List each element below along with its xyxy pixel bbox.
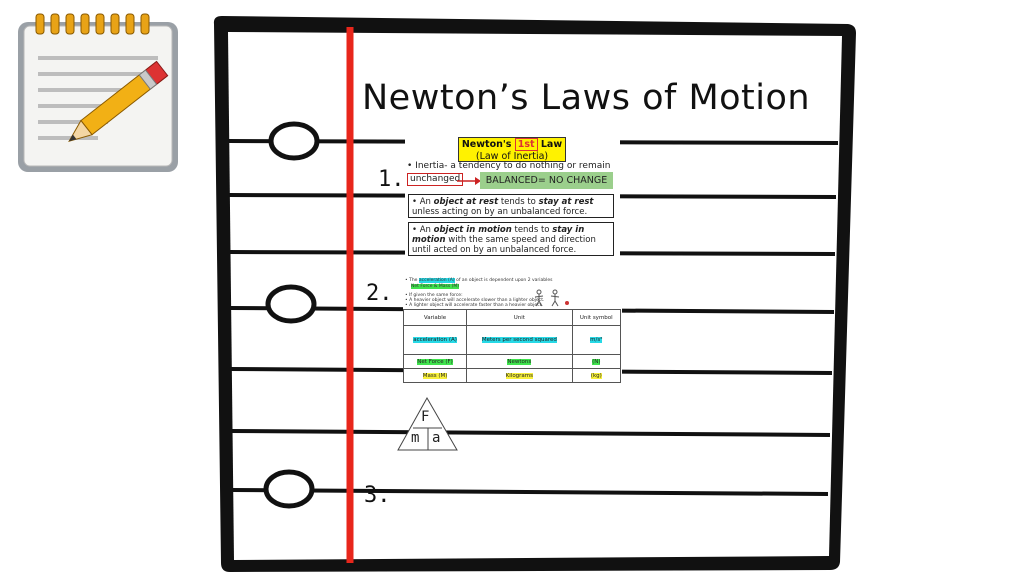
table-row: acceleration (A) Meters per second squar… [402, 325, 622, 355]
table-header-row: Variable Unit Unit symbol [402, 309, 622, 326]
binder-hole [263, 469, 315, 509]
item-number-1: 1. [378, 167, 405, 192]
item-number-2: 2. [366, 281, 393, 306]
first-law-heading: Newton's 1st Law (Law of Inertia) [458, 137, 566, 162]
second-law-line: • The acceleration (A) of an object is d… [405, 278, 553, 283]
rule-line [230, 429, 831, 437]
heading-text: Newton's [461, 139, 512, 150]
unchanged-word: unchanged [407, 173, 464, 186]
page-title: Newton’s Laws of Motion [362, 78, 811, 118]
binder-hole [265, 284, 317, 324]
item-number-3: 3. [364, 483, 391, 508]
balanced-callout: BALANCED= NO CHANGE [480, 172, 613, 189]
second-law-line: • If given the same force: [405, 293, 463, 298]
table-cell: Mass (M) [402, 368, 468, 383]
arrow-icon [457, 177, 481, 185]
object-in-motion-box: • An object in motion tends to stay in m… [408, 222, 614, 256]
table-header: Variable [402, 309, 468, 326]
table-cell: Meters per second squared [466, 325, 573, 355]
triangle-mass: m [411, 430, 420, 446]
triangle-acceleration: a [432, 430, 441, 446]
second-law-line: Net Force & Mass (M) [411, 284, 460, 289]
binder-hole [268, 121, 320, 161]
table-cell: Kilograms [466, 368, 573, 383]
first-law-panel: Newton's 1st Law (Law of Inertia) • Iner… [405, 137, 620, 257]
table-cell: (N) [571, 354, 622, 369]
triangle-force: F [421, 409, 430, 425]
heading-number: 1st [514, 138, 538, 151]
table-cell: acceleration (A) [402, 325, 468, 355]
table-cell: m/s² [571, 325, 622, 355]
second-law-panel: • The acceleration (A) of an object is d… [402, 276, 622, 383]
variables-table: Variable Unit Unit symbol acceleration (… [402, 309, 622, 383]
table-row: Mass (M) Kilograms (kg) [402, 368, 622, 383]
object-at-rest-box: • An object at rest tends to stay at res… [408, 194, 614, 218]
rule-line [231, 488, 829, 496]
notepad-pencil-icon [18, 13, 178, 172]
stick-figures-icon [534, 289, 569, 307]
force-triangle [397, 396, 458, 451]
heading-word: Law [540, 139, 563, 150]
inertia-definition: • Inertia- a tendency to do nothing or r… [407, 161, 611, 171]
table-row: Net Force (F) Newtons (N) [402, 354, 622, 369]
second-law-line: • A heavier object will accelerate slowe… [405, 298, 545, 303]
table-cell: Net Force (F) [402, 354, 468, 369]
table-cell: (kg) [571, 368, 622, 383]
second-law-line: • A lighter object will accelerate faste… [405, 303, 543, 308]
table-header: Unit symbol [571, 309, 622, 326]
table-header: Unit [466, 309, 573, 326]
table-cell: Newtons [466, 354, 573, 369]
first-law-subtitle: (Law of Inertia) [475, 151, 549, 162]
ruled-lines [228, 139, 839, 496]
